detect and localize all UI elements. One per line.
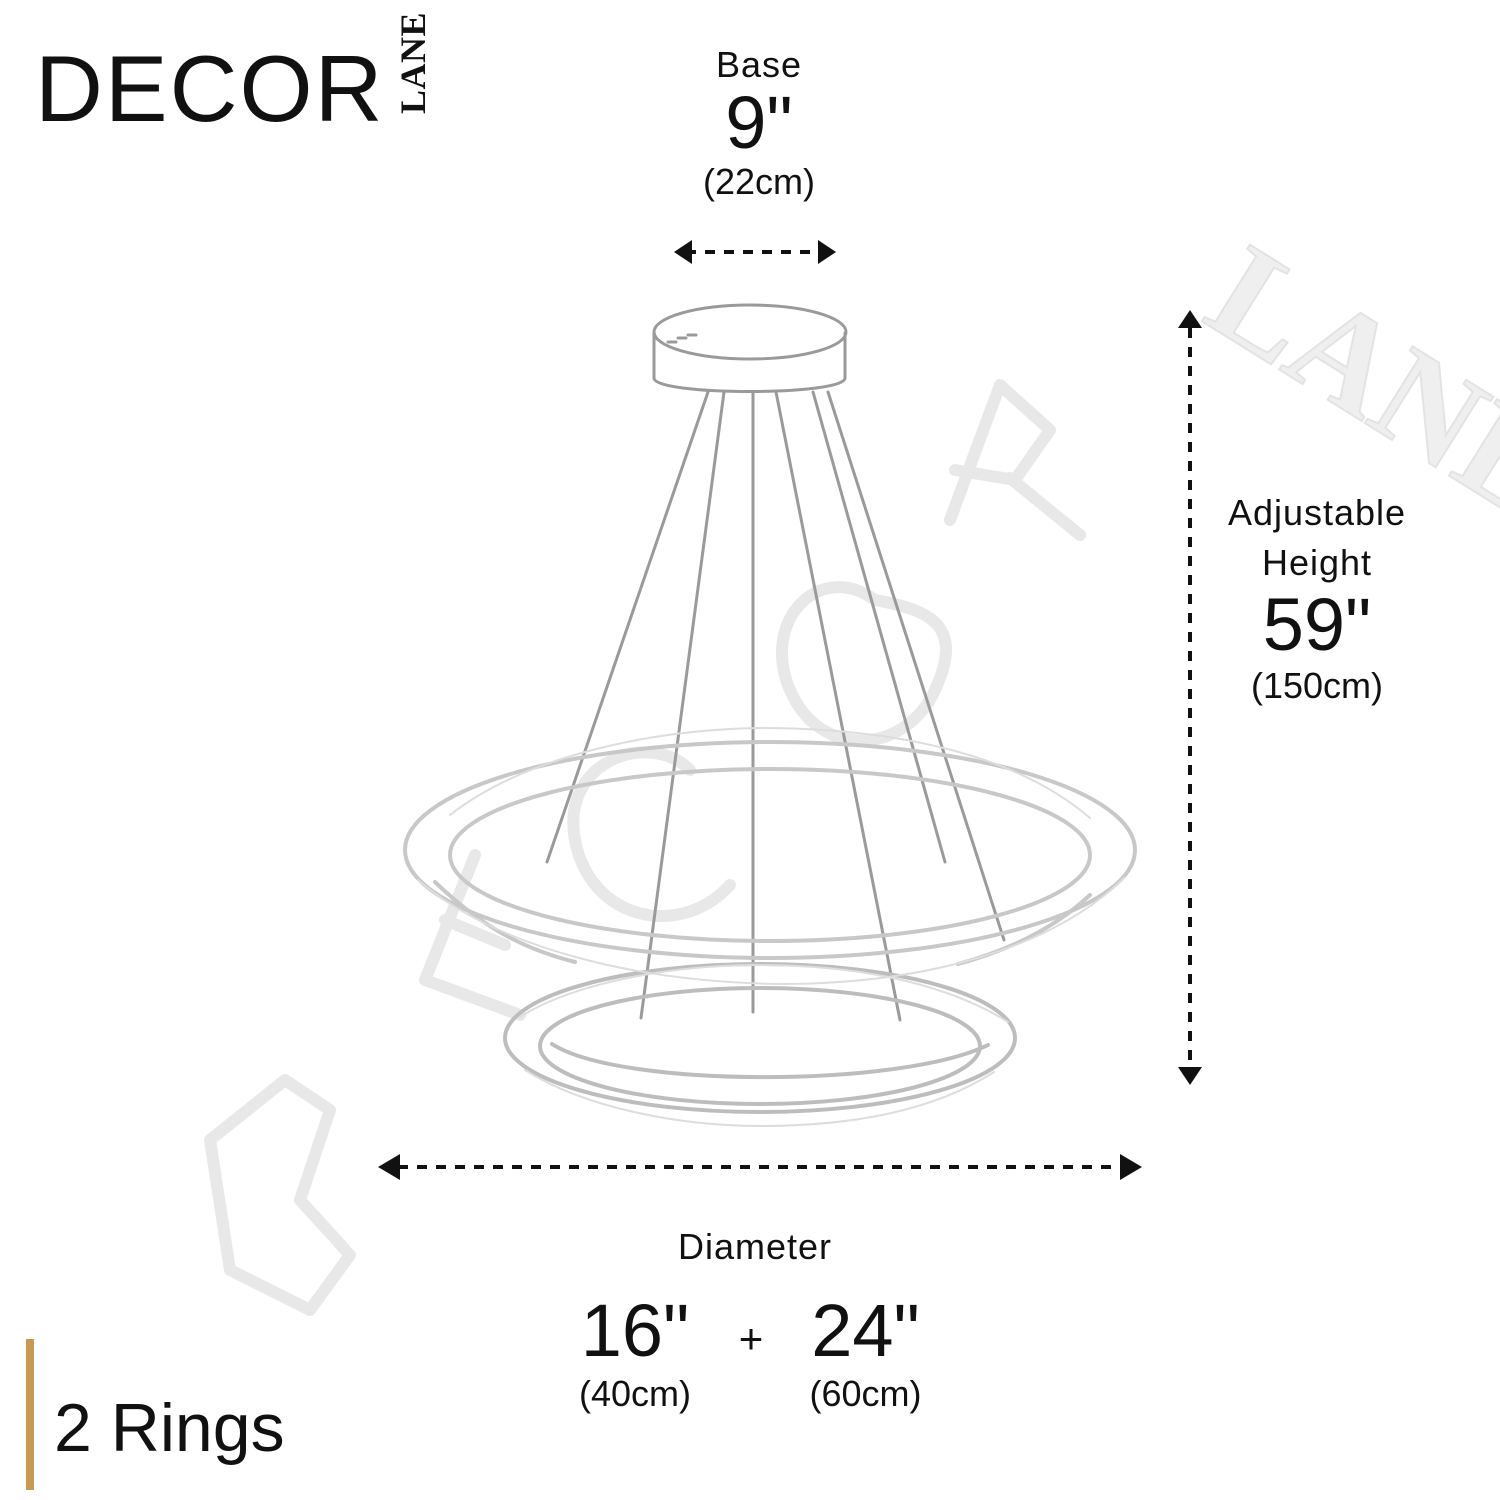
arrow-up-icon — [1178, 310, 1202, 328]
arrow-left-icon — [378, 1154, 400, 1180]
diameter-left: 16" (40cm) — [535, 1294, 735, 1412]
brand-main: DECOR — [35, 36, 385, 141]
diameter-left-metric: (40cm) — [578, 1373, 691, 1414]
base-dimension: Base 9" (22cm) — [676, 44, 842, 200]
base-metric: (22cm) — [702, 161, 815, 202]
base-title: Base — [715, 44, 803, 85]
brand-sub: LANE — [393, 11, 433, 114]
accent-bar — [26, 1339, 34, 1490]
diameter-right-metric: (60cm) — [809, 1373, 922, 1414]
arrow-right-icon — [818, 240, 836, 264]
diameter-arrow — [378, 1154, 1142, 1180]
diameter-right-imperial: 24" — [811, 1289, 920, 1372]
rings-label: 2 Rings — [54, 1390, 285, 1466]
arrow-right-icon — [1120, 1154, 1142, 1180]
diameter-title-wrap: Diameter — [630, 1226, 880, 1268]
brand-logo: DECOR LANE — [35, 12, 435, 136]
height-line-2: Height — [1261, 542, 1373, 583]
base-arrow — [674, 240, 836, 264]
arrow-down-icon — [1178, 1067, 1202, 1085]
base-imperial: 9" — [725, 81, 793, 164]
height-metric: (150cm) — [1250, 665, 1384, 706]
height-arrow — [1178, 310, 1202, 1085]
height-line-1: Adjustable — [1227, 492, 1407, 533]
diameter-title: Diameter — [677, 1226, 833, 1267]
diameter-left-imperial: 16" — [580, 1289, 690, 1372]
diameter-separator: + — [738, 1315, 764, 1362]
arrow-left-icon — [674, 240, 692, 264]
diameter-right: 24" (60cm) — [778, 1294, 953, 1412]
height-dimension: Adjustable Height 59" (150cm) — [1182, 492, 1452, 704]
height-imperial: 59" — [1262, 583, 1372, 666]
